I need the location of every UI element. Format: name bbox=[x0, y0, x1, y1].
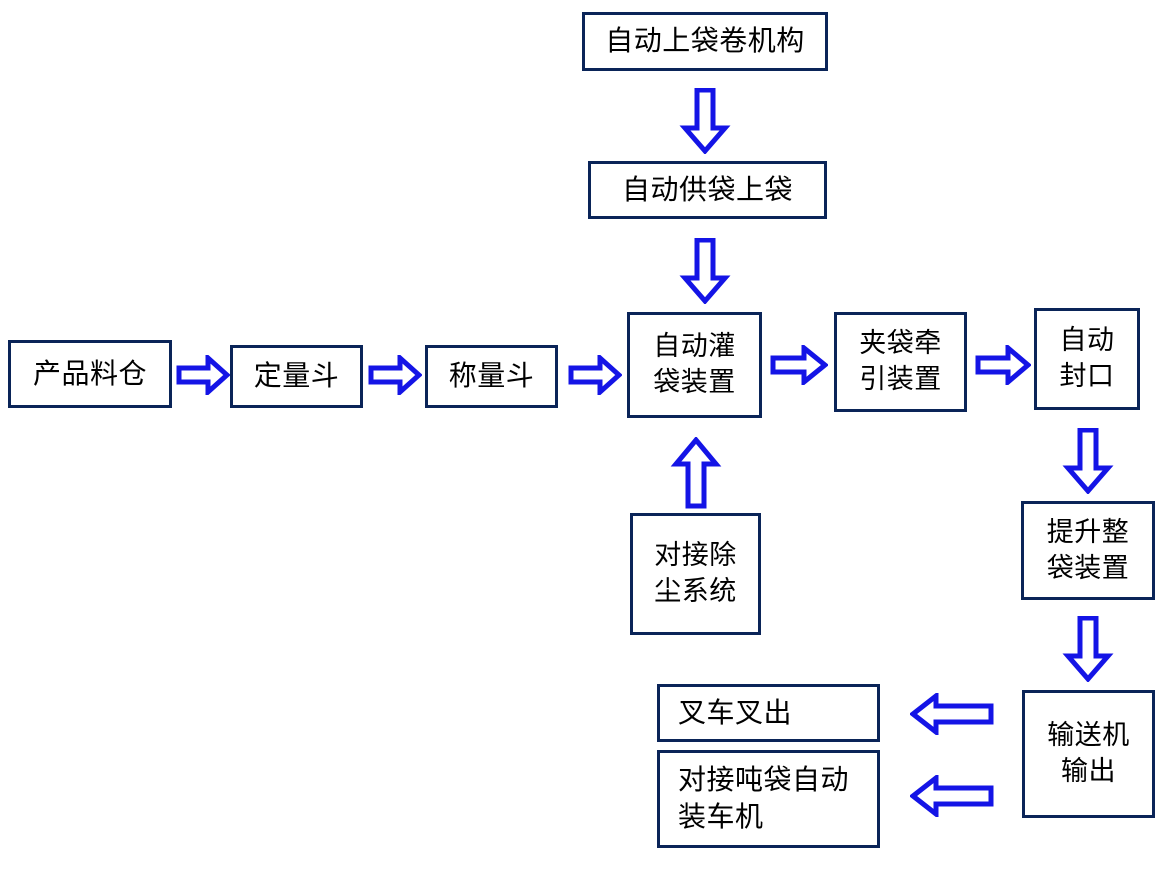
node-dust-removal[interactable]: 对接除 尘系统 bbox=[630, 513, 761, 635]
node-forklift-out[interactable]: 叉车叉出 bbox=[657, 684, 880, 742]
arrow-down-sealing-to-lift bbox=[1062, 428, 1114, 494]
node-lift-bag-shaping[interactable]: 提升整 袋装置 bbox=[1021, 501, 1155, 600]
arrow-left-conveyor-to-forklift bbox=[910, 693, 994, 735]
node-auto-sealing[interactable]: 自动 封口 bbox=[1034, 308, 1140, 410]
arrow-down-lift-to-conveyor bbox=[1062, 616, 1114, 682]
node-auto-bag-filling[interactable]: 自动灌 袋装置 bbox=[627, 312, 762, 418]
arrow-down-bag-roll-to-bag-feed bbox=[679, 88, 731, 154]
arrow-right-dosing-to-weighing bbox=[368, 355, 422, 395]
node-dosing-hopper[interactable]: 定量斗 bbox=[230, 345, 363, 408]
node-conveyor-output[interactable]: 输送机 输出 bbox=[1022, 690, 1155, 818]
arrow-right-clamp-to-sealing bbox=[975, 345, 1031, 385]
node-auto-bag-roll[interactable]: 自动上袋卷机构 bbox=[582, 12, 828, 71]
arrow-left-conveyor-to-jumbo-loader bbox=[910, 775, 994, 817]
arrow-right-silo-to-dosing bbox=[176, 355, 230, 395]
node-product-silo[interactable]: 产品料仓 bbox=[8, 340, 172, 408]
node-jumbo-bag-loader[interactable]: 对接吨袋自动 装车机 bbox=[657, 750, 880, 848]
node-weighing-hopper[interactable]: 称量斗 bbox=[425, 345, 558, 408]
node-bag-clamp-pull[interactable]: 夹袋牵 引装置 bbox=[834, 312, 967, 412]
arrow-up-dust-to-filling bbox=[670, 437, 722, 509]
arrow-right-weighing-to-filling bbox=[568, 355, 622, 395]
arrow-right-filling-to-clamp bbox=[770, 345, 828, 385]
node-auto-bag-feed[interactable]: 自动供袋上袋 bbox=[588, 161, 827, 219]
arrow-down-bag-feed-to-filling bbox=[679, 238, 731, 304]
